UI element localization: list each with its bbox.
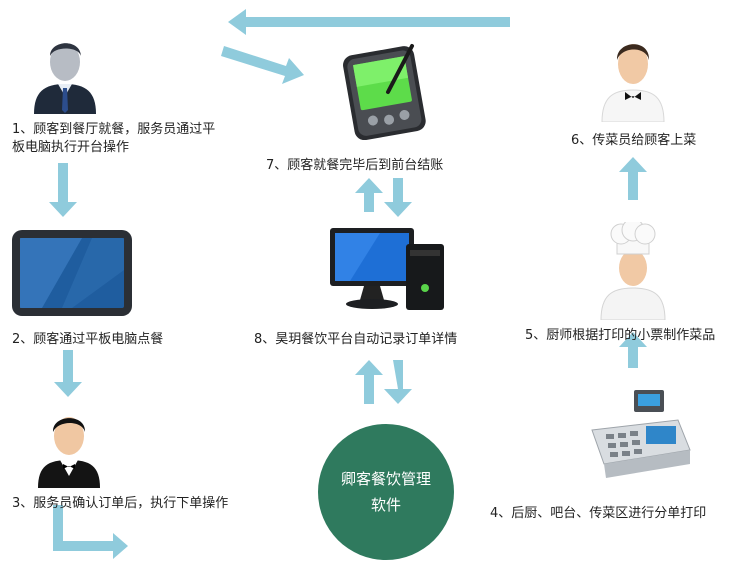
software-name-line2: 软件 <box>370 496 401 514</box>
software-circle: 卿客餐饮管理 软件 <box>318 424 454 560</box>
software-name-line1: 卿客餐饮管理 <box>340 470 431 488</box>
step-7-label: 7、顾客就餐完毕后到前台结账 <box>266 158 444 173</box>
cash-register-printer-icon <box>591 390 691 478</box>
waiter-icon <box>38 417 100 488</box>
chef-icon <box>600 222 666 320</box>
arrow-diagonal-pda <box>221 46 304 84</box>
arrow-top-left <box>228 9 510 35</box>
tablet-icon <box>12 230 132 316</box>
pda-icon <box>343 44 426 140</box>
step-1-label: 1、顾客到餐厅就餐，服务员通过平板电脑执行开台操作 <box>12 122 216 155</box>
step-5-label: 5、厨师根据打印的小票制作菜品 <box>525 328 716 343</box>
waiter-server-icon <box>601 44 665 122</box>
arrow-down-1 <box>49 163 77 217</box>
desktop-computer-icon <box>330 228 444 310</box>
step-6-label: 6、传菜员给顾客上菜 <box>571 133 697 148</box>
arrow-center-down-1 <box>384 178 412 217</box>
step-2-label: 2、顾客通过平板电脑点餐 <box>12 332 164 347</box>
step-3-label: 3、服务员确认订单后，执行下单操作 <box>12 496 229 511</box>
arrow-up-right-1 <box>619 332 647 368</box>
arrow-center-up-2 <box>355 360 383 404</box>
arrow-down-2 <box>54 350 82 397</box>
step-8-label: 8、昊玥餐饮平台自动记录订单详情 <box>254 332 458 347</box>
arrow-center-up-1 <box>355 178 383 212</box>
arrow-bottom-l <box>53 505 128 559</box>
arrow-center-down-2 <box>384 360 412 404</box>
step-4-label: 4、后厨、吧台、传菜区进行分单打印 <box>490 506 707 521</box>
customer-icon <box>34 43 96 114</box>
arrow-up-right-2 <box>619 157 647 200</box>
